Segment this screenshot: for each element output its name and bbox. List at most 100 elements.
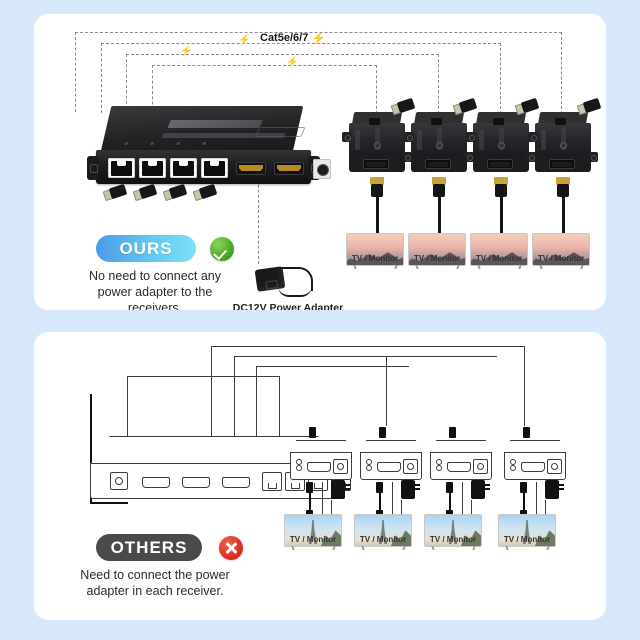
splitter-power-jack[interactable] [110,472,128,490]
receiver-hdmi-output[interactable] [521,462,545,472]
tv-monitor-label-3: TV / Monitor [475,254,523,263]
others-tv-monitor-label-2: TV / Monitor [359,535,407,544]
tv-screen-b3 [425,515,481,546]
route-line-4-h [152,65,377,66]
tv-stand [362,546,404,550]
transmitter-led-dot [175,142,181,145]
receiver-power-jack[interactable] [403,459,418,474]
receiver-led-icon [498,142,505,149]
others-receiver-4[interactable] [504,440,566,482]
hdmi-wire-b4 [522,492,525,512]
lightning-bolt-icon-3: ⚡ [286,57,299,68]
receiver-led-icon [560,142,567,149]
transmitter-top-face [100,106,306,152]
ours-badge: OURS [96,235,196,262]
transmitter-rj45-port-1[interactable] [108,158,135,178]
receiver-rj45-input[interactable] [493,118,504,125]
adapter-cord-b2-up [392,482,394,524]
transmitter-brand-logo [167,120,264,128]
receiver-led-icon [510,459,516,471]
hdmi-connector-b1 [306,482,313,493]
route-drop-3 [438,54,439,114]
others-route-1-v [211,346,213,436]
tv-stand [432,546,474,550]
tv-monitor-4 [533,234,589,265]
tv-monitor-1 [347,234,403,265]
hdmi-wire-b3 [448,492,451,512]
transmitter-rj45-port-3[interactable] [170,158,197,178]
receiver-rj45-input[interactable] [431,118,442,125]
receiver-4-ethernet-plug [576,97,602,116]
route-line-1-h [75,32,562,33]
tv-screen-3 [471,234,527,265]
lightning-bolt-icon-1: ⚡ [238,35,251,46]
receiver-hdmi-output[interactable] [377,462,401,472]
transmitter-rj45-port-4[interactable] [201,158,228,178]
transmitter-power-jack[interactable] [313,159,331,179]
lightning-bolt-icon: ⚡ [311,31,327,45]
splitter-hdmi-port-1[interactable] [142,477,170,488]
adapter-cord-b3-up [462,482,464,524]
red-x-icon [219,536,243,560]
transmitter-led-dot [149,142,155,145]
others-badge-label: OTHERS [110,537,188,557]
receiver-hdmi-output[interactable] [549,159,575,169]
ethernet-plug-3 [162,183,188,202]
receiver-hdmi-output[interactable] [447,462,471,472]
others-caption: Need to connect the power adapter in eac… [80,568,230,598]
splitter-hdmi-port-2[interactable] [182,477,210,488]
tv-monitor-label-1: TV / Monitor [351,254,399,263]
hdmi-connector-b2 [376,482,383,493]
splitter-hdmi-port-3[interactable] [222,477,250,488]
receiver-hdmi-output[interactable] [307,462,331,472]
receiver-rj45-input[interactable] [369,118,380,125]
receiver-hdmi-output[interactable] [425,159,451,169]
tv-screen-2 [409,234,465,265]
receiver-power-adapter-1 [331,480,350,500]
power-jack-hole-icon [317,164,329,176]
others-route-2-drop [386,356,388,426]
others-receiver-3[interactable] [430,440,492,482]
receiver-4[interactable] [528,112,598,172]
transmitter-led-dot [201,142,207,145]
receiver-power-adapter-4 [545,480,564,500]
hdmi-connector-b3 [446,482,453,493]
receiver-led-icon [374,142,381,149]
tv-screen-4 [533,234,589,265]
transmitter-rj45-port-2[interactable] [139,158,166,178]
route-drop-1 [561,32,562,114]
receiver-power-jack[interactable] [333,459,348,474]
others-route-2-h [234,356,497,358]
ethernet-plug-1 [102,183,128,202]
transmitter-hdmi-port-2[interactable] [274,162,304,175]
receiver-3[interactable] [466,112,536,172]
receiver-2[interactable] [404,112,474,172]
receiver-rj45-input[interactable] [555,118,566,125]
receiver-hdmi-output[interactable] [363,159,389,169]
others-receiver-2[interactable] [360,440,422,482]
others-tv-monitor-2 [355,515,411,546]
ethernet-plug-4 [192,183,218,202]
tv-monitor-label-2: TV / Monitor [413,254,461,263]
receiver-1[interactable] [342,112,412,172]
tv-screen-b1 [285,515,341,546]
transmitter-hdmi-port-1[interactable] [236,162,266,175]
route-drop-2 [500,43,501,114]
tv-stand [478,265,520,269]
receiver-hdmi-output[interactable] [487,159,513,169]
hdmi-wire-b2 [378,492,381,512]
others-receiver-1[interactable] [290,440,352,482]
tv-screen-b2 [355,515,411,546]
adapter-cord-b4-up [536,482,538,524]
receiver-power-jack[interactable] [547,459,562,474]
transmitter-led-dot [123,142,129,145]
others-route-1-h [211,346,525,348]
others-route-2-v [234,356,236,436]
receiver-led-icon [366,459,372,471]
others-route-3-h [256,366,409,368]
receiver-power-jack[interactable] [473,459,488,474]
transmitter-device[interactable] [87,106,320,186]
others-tv-monitor-label-3: TV / Monitor [429,535,477,544]
route-line-4 [152,65,153,115]
splitter-rj45-port-1[interactable] [262,472,282,491]
